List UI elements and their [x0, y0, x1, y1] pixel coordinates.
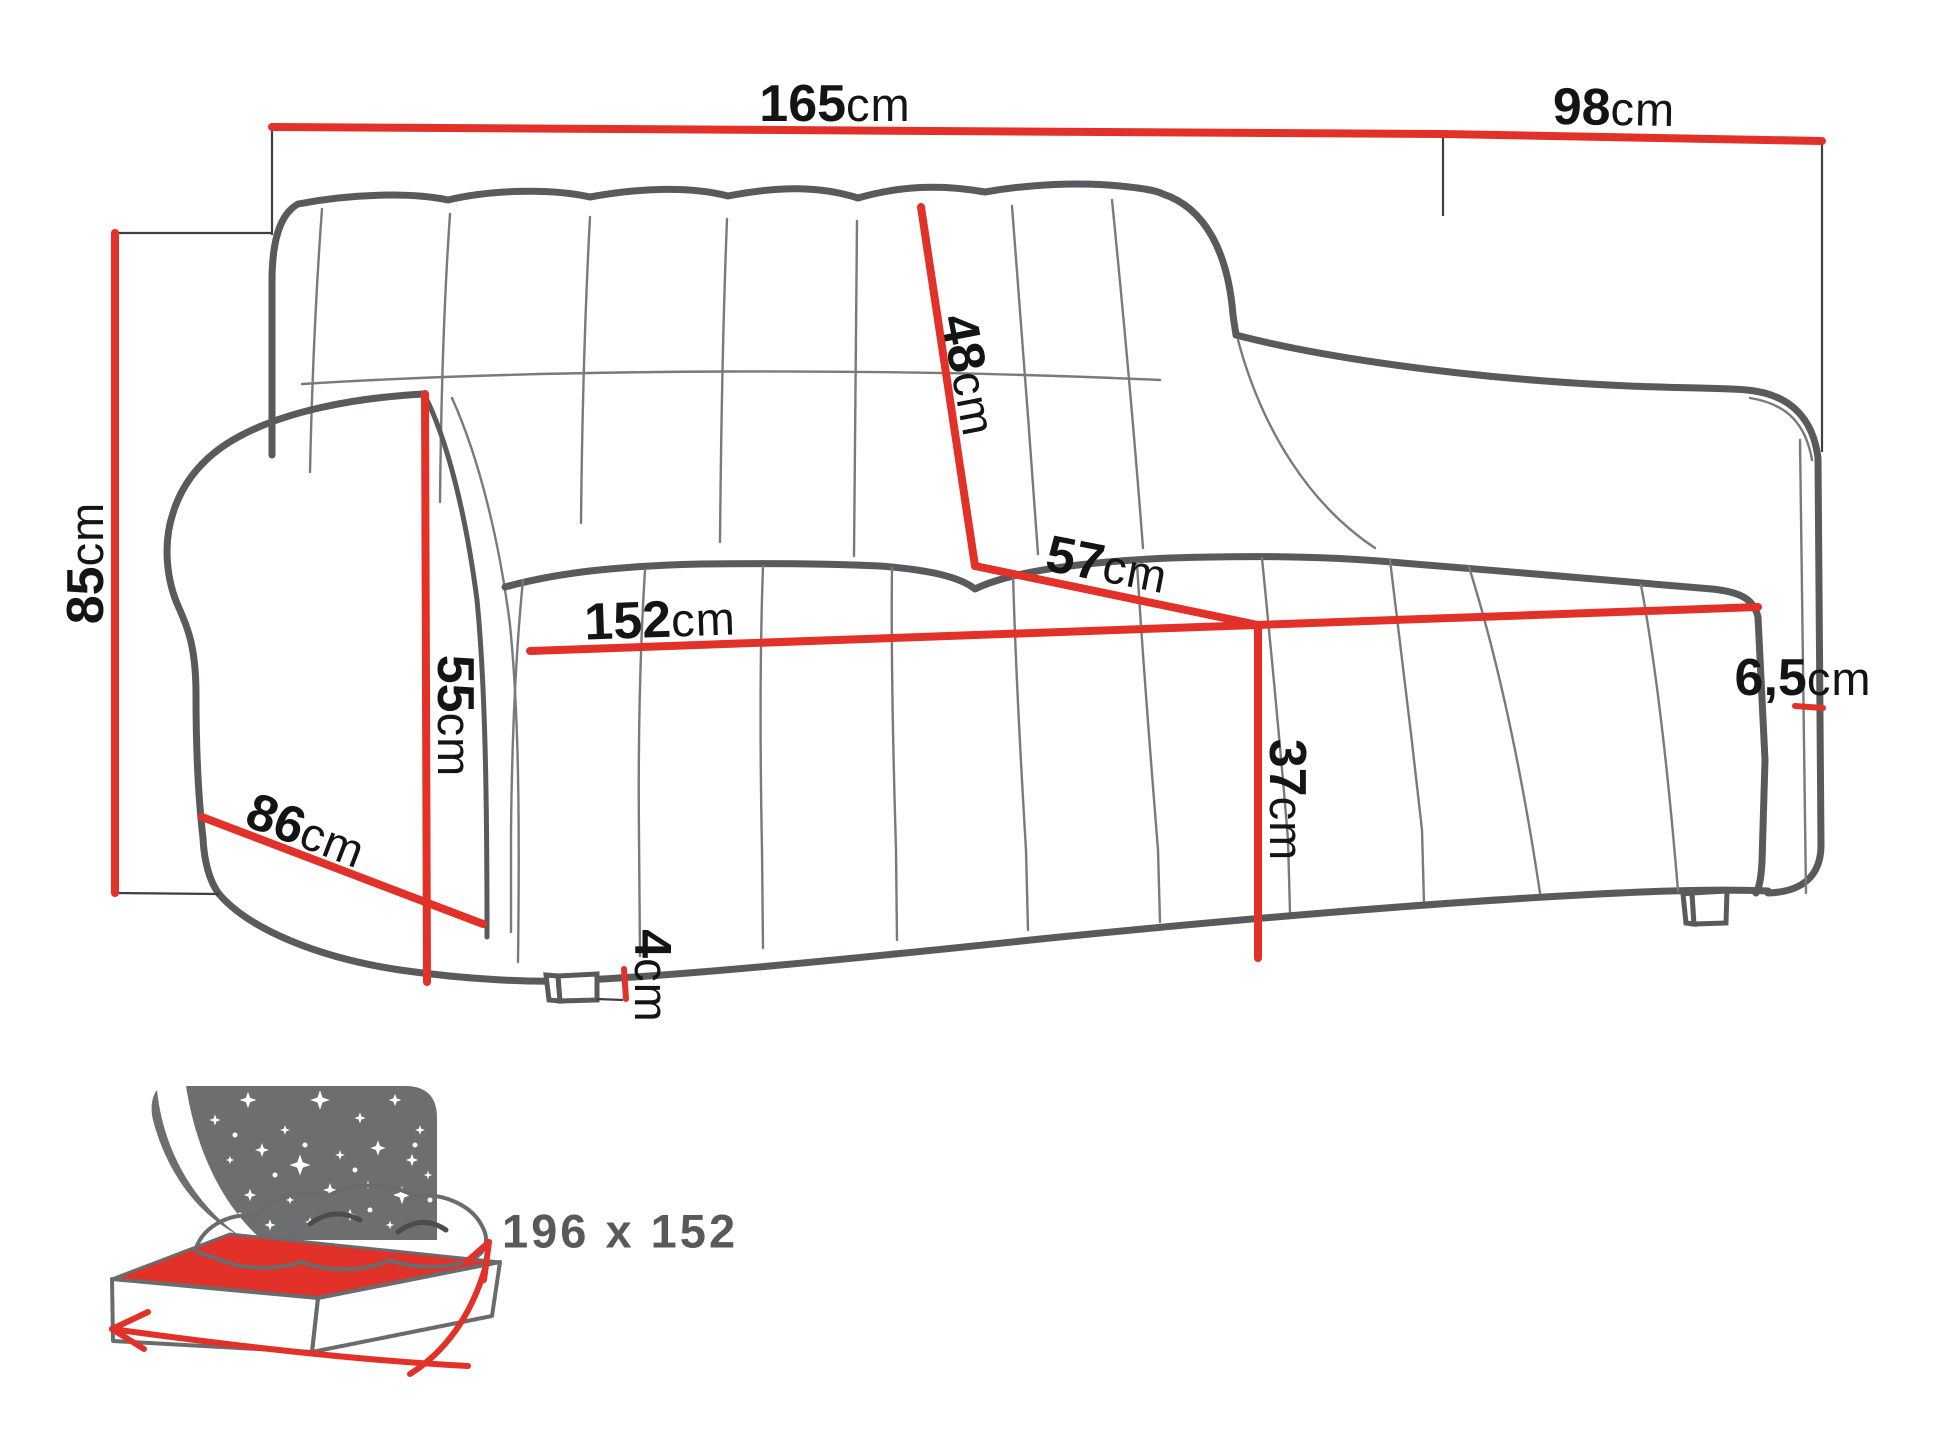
dimension-total-depth-value: 98	[1552, 77, 1612, 137]
dimension-seat-width-unit: cm	[670, 591, 737, 647]
dimension-connector-lines	[112, 124, 1824, 1002]
moon-icon	[151, 1090, 240, 1236]
dimension-seat-height-value: 37	[1258, 738, 1316, 797]
dimension-seat-height-unit: cm	[1260, 796, 1313, 862]
dimension-leg-height-unit: cm	[625, 958, 678, 1023]
pillow-icon	[395, 1220, 449, 1235]
dimension-red-lines	[111, 123, 1826, 1002]
dimension-armrest-height-unit: cm	[428, 712, 481, 778]
dimension-total-width: 165cm	[759, 78, 910, 130]
dimension-total-height: 85cm	[57, 501, 115, 625]
sleeping-area-size-text: 196 x 152	[502, 1204, 739, 1258]
dim-line-backrest	[917, 203, 979, 570]
dimension-total-width-unit: cm	[846, 78, 911, 131]
dimension-seat-width: 152cm	[583, 591, 737, 652]
sofa-legs	[543, 888, 1730, 1004]
dimension-total-depth: 98cm	[1552, 77, 1676, 137]
dim-line-seat-depth	[971, 562, 1262, 629]
dimension-armrest-width: 6,5cm	[1735, 652, 1872, 704]
dimension-armrest-height-value: 55	[426, 654, 484, 713]
dimension-leg-height: 4cm	[623, 929, 681, 1023]
dimension-total-width-value: 165	[759, 75, 847, 133]
sofa-right-armrest	[1232, 331, 1825, 897]
sleeping-area-size-label: 196 x 152	[502, 1208, 738, 1255]
mattress-side	[310, 1260, 502, 1354]
dim-line-armrest-height	[421, 390, 431, 986]
dim-line-width-depth	[268, 123, 1826, 145]
dim-tick-armrest-width	[1792, 703, 1826, 711]
dim-line-seat-width	[526, 603, 1762, 655]
dim-tick-leg-height	[621, 966, 629, 1002]
dimension-seat-width-value: 152	[583, 590, 673, 652]
dimension-armrest-height: 55cm	[426, 654, 484, 778]
night-sky-panel	[186, 1086, 437, 1240]
sofa-backrest	[268, 180, 1377, 558]
dimension-total-depth-unit: cm	[1610, 81, 1676, 137]
sleeping-area-icon	[109, 1086, 502, 1377]
dimension-armrest-width-unit: cm	[1806, 652, 1872, 705]
pillow-icon	[307, 1211, 363, 1227]
dim-line-armrest-depth	[198, 813, 487, 928]
dimension-leg-height-value: 4	[623, 929, 681, 959]
dimension-seat-height: 37cm	[1258, 738, 1316, 862]
bed-width-arrow-icon	[407, 1239, 492, 1377]
sofa-left-armrest	[163, 390, 520, 964]
bed-length-arrow-icon	[109, 1309, 471, 1369]
dimension-total-height-unit: cm	[60, 501, 113, 567]
dimension-armrest-width-value: 6,5	[1734, 649, 1807, 707]
dimension-total-height-value: 85	[57, 566, 115, 625]
